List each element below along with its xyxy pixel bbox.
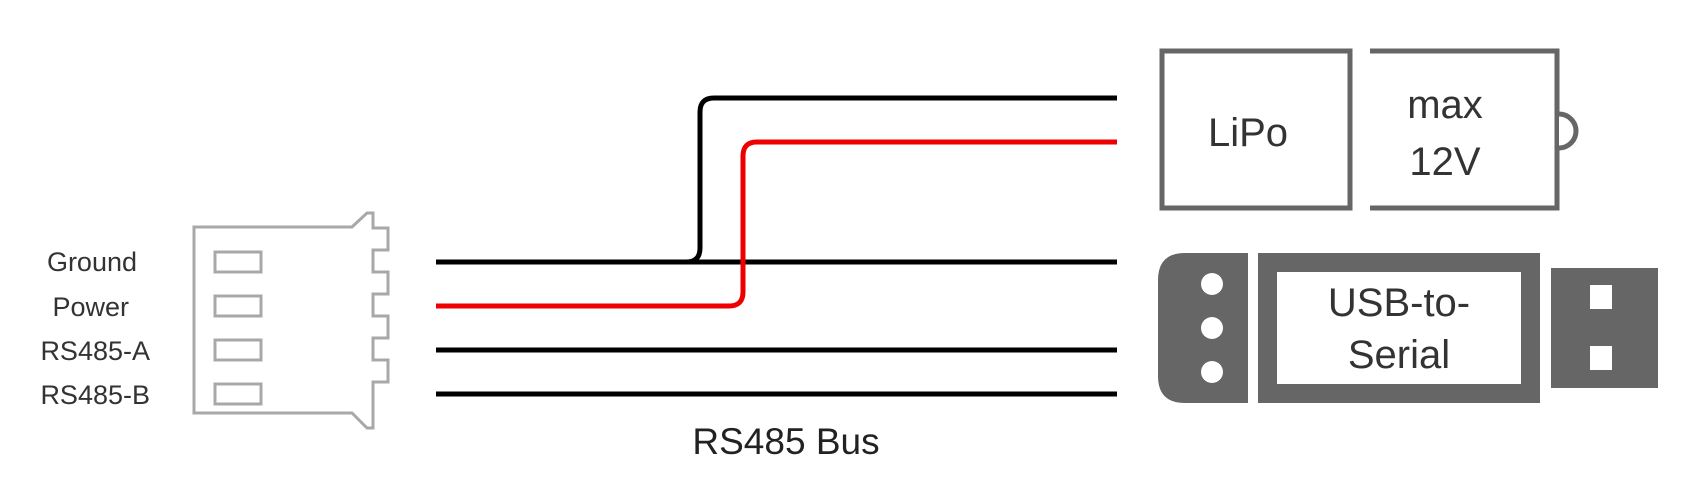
battery-type-label: LiPo [1208, 111, 1288, 155]
usb-plug-hole-1 [1590, 285, 1612, 309]
pin-slot-rs485-b [213, 382, 263, 406]
usb-cap-hole-2 [1201, 317, 1223, 339]
usb-label-line1: USB-to- [1328, 281, 1470, 325]
usb-serial-adapter: USB-to- Serial [1158, 253, 1658, 403]
usb-body-label-area [1277, 272, 1521, 384]
pin-slot-rs485-a [213, 338, 263, 362]
pin-label-power: Power [52, 292, 129, 322]
battery-voltage-line2: 12V [1409, 140, 1480, 184]
usb-plug-hole-2 [1590, 346, 1612, 370]
ground-wire [436, 95, 1117, 265]
pin-slot-power [213, 294, 263, 318]
battery-cell-right [1370, 48, 1560, 211]
lipo-battery: LiPo max 12V [1159, 48, 1579, 211]
battery-terminal [1558, 111, 1579, 151]
pin-label-ground: Ground [47, 247, 137, 277]
usb-cap-hole-1 [1201, 273, 1223, 295]
battery-cell-left [1159, 48, 1353, 211]
bus-label: RS485 Bus [692, 421, 879, 462]
wires [436, 95, 1117, 397]
pin-label-rs485-a: RS485-A [40, 336, 150, 366]
power-wire [436, 139, 1117, 309]
connector: Ground Power RS485-A RS485-B [40, 211, 390, 430]
usb-cap-hole-3 [1201, 361, 1223, 383]
battery-voltage-line1: max [1407, 83, 1483, 127]
usb-label-line2: Serial [1348, 333, 1450, 377]
pin-slot-ground [213, 250, 263, 274]
pin-label-rs485-b: RS485-B [40, 380, 150, 410]
